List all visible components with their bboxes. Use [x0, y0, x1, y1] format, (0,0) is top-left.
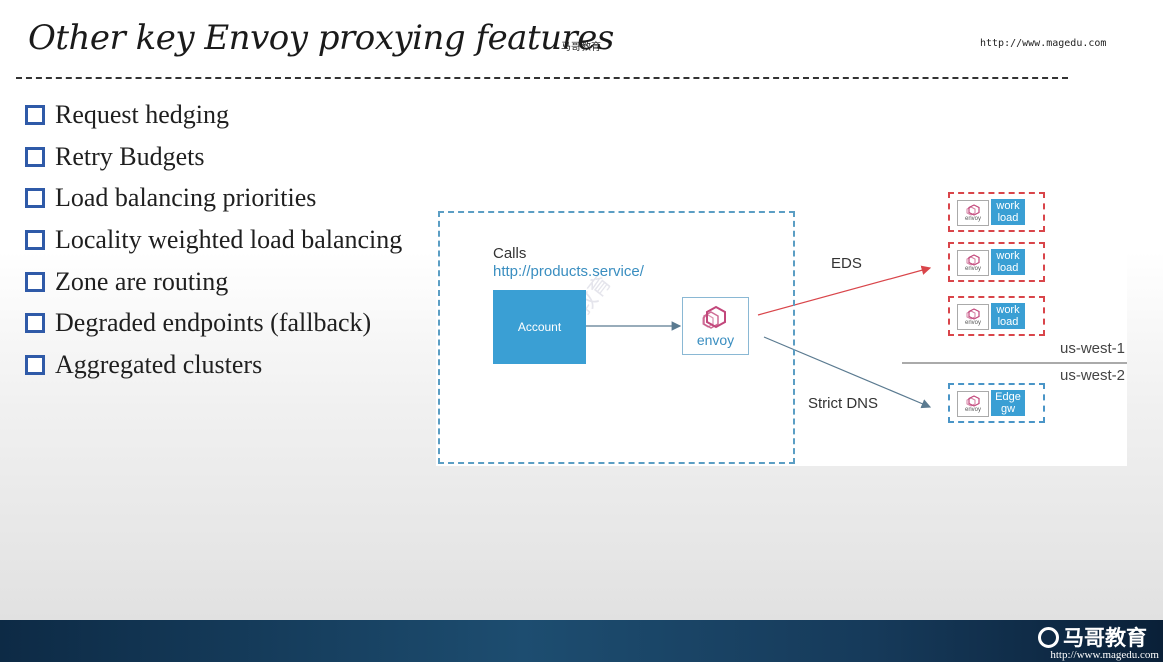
strict-dns-label: Strict DNS: [808, 395, 879, 412]
workload-box: envoy work load: [948, 242, 1045, 282]
list-item-text: Degraded endpoints (fallback): [55, 308, 372, 338]
diagram-arrows: [586, 265, 932, 409]
bullet-square-icon: [25, 313, 45, 334]
workload-label: work load: [991, 199, 1025, 225]
envoy-sidecar: envoy: [957, 304, 989, 330]
bullet-square-icon: [25, 104, 45, 125]
envoy-sidecar-label: envoy: [964, 407, 981, 413]
bullet-square-icon: [25, 229, 45, 250]
envoy-sidecar: envoy: [957, 200, 989, 226]
account-label: Account: [517, 320, 562, 334]
envoy-logo-icon: [966, 308, 980, 320]
envoy-logo-icon: [966, 204, 980, 216]
bullet-square-icon: [25, 146, 45, 167]
envoy-logo-icon: [701, 305, 726, 329]
list-item: Load balancing priorities: [25, 177, 402, 219]
brand-text: 马哥教育: [561, 42, 601, 53]
list-item: Retry Budgets: [25, 136, 402, 178]
edge-gateway-label: Edge gw: [991, 390, 1025, 416]
workload-label: work load: [991, 303, 1025, 329]
envoy-proxy-box: envoy: [682, 297, 749, 355]
list-item: Aggregated clusters: [25, 344, 402, 386]
envoy-logo-icon: [966, 395, 980, 407]
list-item-text: Zone are routing: [55, 266, 229, 296]
eds-label: EDS: [831, 255, 862, 272]
envoy-label: envoy: [696, 331, 735, 348]
calls-label: Calls: [493, 245, 527, 262]
workload-box: envoy work load: [948, 192, 1045, 232]
list-item: Locality weighted load balancing: [25, 219, 402, 261]
region-divider: [902, 362, 1127, 364]
bullet-square-icon: [25, 271, 45, 292]
footer-brand-text: 马哥教育: [1063, 626, 1147, 650]
edge-gateway-box: envoy Edge gw: [948, 383, 1045, 423]
list-item-text: Aggregated clusters: [55, 349, 263, 379]
workload-box: envoy work load: [948, 296, 1045, 336]
eds-arrow: [757, 265, 932, 316]
envoy-logo-icon: [966, 254, 980, 266]
region-label-us-west-2: us-west-2: [1060, 367, 1126, 384]
envoy-sidecar-label: envoy: [964, 216, 981, 222]
brand-logo-icon: [1038, 626, 1059, 648]
list-item-text: Retry Budgets: [55, 141, 205, 171]
footer-logo: 马哥教育: [1038, 622, 1147, 652]
calls-url: http://products.service/: [493, 263, 644, 280]
footer-bar: 马哥教育 http://www.magedu.com: [0, 620, 1163, 662]
list-item-text: Locality weighted load balancing: [55, 224, 403, 254]
envoy-sidecar: envoy: [957, 391, 989, 417]
list-item-text: Load balancing priorities: [55, 183, 317, 213]
list-item-text: Request hedging: [55, 99, 230, 129]
envoy-architecture-diagram: 马哥教育 Calls http://products.service/ Acco…: [436, 180, 1127, 466]
workload-label: work load: [991, 249, 1025, 275]
header-url: http://www.magedu.com: [980, 38, 1107, 49]
region-label-us-west-1: us-west-1: [1060, 340, 1126, 357]
strict-dns-arrow: [763, 336, 932, 409]
envoy-sidecar-label: envoy: [964, 320, 981, 326]
calling-service-region: [438, 211, 795, 464]
title-divider: [16, 77, 1068, 79]
list-item: Zone are routing: [25, 261, 402, 303]
list-item: Request hedging: [25, 94, 402, 136]
bullet-square-icon: [25, 188, 45, 209]
account-service-box: Account: [493, 290, 586, 364]
slide-title: Other key Envoy proxying features: [28, 18, 614, 58]
feature-list: Request hedging Retry Budgets Load balan…: [25, 94, 402, 386]
envoy-sidecar: envoy: [957, 250, 989, 276]
envoy-sidecar-label: envoy: [964, 266, 981, 272]
list-item: Degraded endpoints (fallback): [25, 302, 402, 344]
footer-url: http://www.magedu.com: [1050, 649, 1159, 661]
bullet-square-icon: [25, 354, 45, 375]
